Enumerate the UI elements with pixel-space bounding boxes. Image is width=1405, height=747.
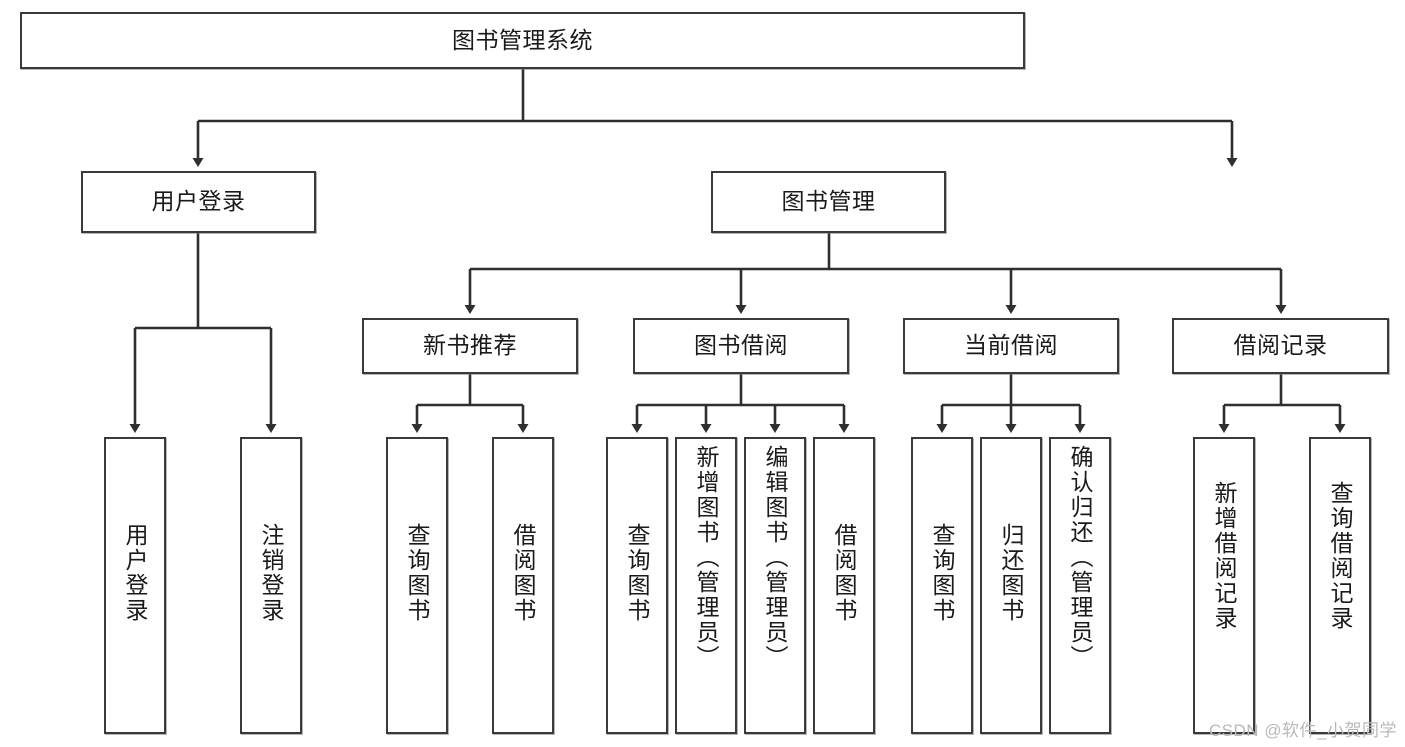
node-label: 借阅记录 — [1233, 332, 1328, 359]
node-user-login[interactable]: 用户登录 — [81, 171, 316, 233]
node-label: 查询图书 — [404, 523, 431, 623]
leaf-current-borrow-query-book[interactable]: 查询图书 — [911, 437, 973, 734]
leaf-current-borrow-confirm-return-admin[interactable]: 确认归还（管理员） — [1049, 437, 1111, 734]
node-label: 查询图书 — [929, 523, 956, 623]
node-label: 新增图书（管理员） — [693, 445, 720, 670]
leaf-current-borrow-return-book[interactable]: 归还图书 — [980, 437, 1042, 734]
node-label: 新书推荐 — [423, 332, 517, 359]
node-label: 注销登录 — [258, 523, 285, 623]
node-borrow-record[interactable]: 借阅记录 — [1172, 318, 1389, 374]
node-root-book-management-system[interactable]: 图书管理系统 — [20, 12, 1025, 69]
node-new-book-recommend[interactable]: 新书推荐 — [362, 318, 578, 374]
node-label: 图书管理系统 — [452, 26, 593, 53]
node-label: 查询借阅记录 — [1327, 481, 1354, 631]
leaf-borrow-record-query-record[interactable]: 查询借阅记录 — [1309, 437, 1371, 734]
leaf-book-borrow-add-book-admin[interactable]: 新增图书（管理员） — [675, 437, 737, 734]
leaf-new-book-query-book[interactable]: 查询图书 — [386, 437, 448, 734]
leaf-user-login-logout[interactable]: 注销登录 — [240, 437, 302, 734]
node-book-borrow[interactable]: 图书借阅 — [633, 318, 849, 374]
leaf-user-login-login[interactable]: 用户登录 — [104, 437, 166, 734]
node-label: 确认归还（管理员） — [1067, 445, 1094, 670]
node-label: 用户登录 — [122, 523, 149, 623]
node-label: 图书管理 — [781, 188, 876, 215]
node-label: 用户登录 — [151, 188, 246, 215]
leaf-book-borrow-query-book[interactable]: 查询图书 — [606, 437, 668, 734]
leaf-new-book-borrow-book[interactable]: 借阅图书 — [492, 437, 554, 734]
node-label: 编辑图书（管理员） — [762, 445, 789, 670]
node-label: 新增借阅记录 — [1211, 481, 1238, 631]
node-label: 图书借阅 — [694, 332, 788, 359]
leaf-book-borrow-edit-book-admin[interactable]: 编辑图书（管理员） — [744, 437, 806, 734]
leaf-book-borrow-borrow-book[interactable]: 借阅图书 — [813, 437, 875, 734]
node-label: 借阅图书 — [831, 523, 858, 623]
node-label: 查询图书 — [624, 523, 651, 623]
node-label: 借阅图书 — [510, 523, 537, 623]
node-current-borrow[interactable]: 当前借阅 — [903, 318, 1119, 374]
node-book-management[interactable]: 图书管理 — [711, 171, 946, 233]
node-label: 归还图书 — [998, 523, 1025, 623]
node-label: 当前借阅 — [964, 332, 1058, 359]
leaf-borrow-record-add-record[interactable]: 新增借阅记录 — [1193, 437, 1255, 734]
